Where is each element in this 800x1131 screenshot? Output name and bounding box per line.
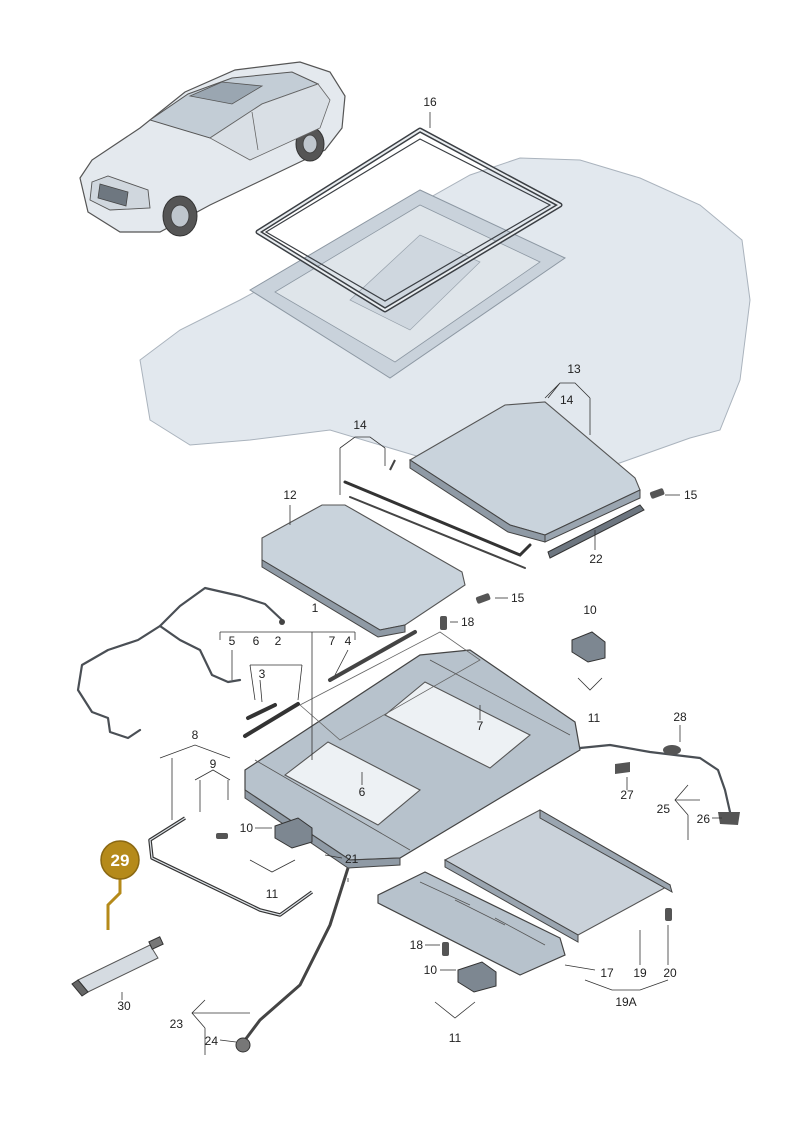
part-16-seal xyxy=(255,127,563,313)
part-13-glass-panel xyxy=(408,401,641,543)
label-7[interactable]: 7 xyxy=(329,634,336,648)
callout-29-badge[interactable]: 29 xyxy=(100,840,140,930)
label-11-mid[interactable]: 11 xyxy=(266,887,279,901)
label-1[interactable]: 1 xyxy=(312,601,319,615)
label-6[interactable]: 6 xyxy=(253,634,260,648)
label-17[interactable]: 17 xyxy=(600,966,614,980)
label-8[interactable]: 8 xyxy=(192,728,199,742)
label-27[interactable]: 27 xyxy=(620,788,634,802)
part-14-seal-strips xyxy=(343,459,532,569)
part-10-motor xyxy=(274,631,606,993)
label-19[interactable]: 19 xyxy=(633,966,647,980)
part-1-sunroof-frame xyxy=(244,631,581,869)
label-19A[interactable]: 19A xyxy=(615,995,636,1009)
label-24[interactable]: 24 xyxy=(205,1034,219,1048)
label-15-top[interactable]: 15 xyxy=(684,488,698,502)
drain-hose-right xyxy=(578,743,740,825)
part-2-3-rails xyxy=(243,630,417,738)
callout-29-label: 29 xyxy=(111,851,130,870)
label-14[interactable]: 14 xyxy=(353,418,367,432)
label-23[interactable]: 23 xyxy=(170,1017,184,1031)
label-25[interactable]: 25 xyxy=(657,802,671,816)
label-28[interactable]: 28 xyxy=(673,710,687,724)
part-17-rear-frame xyxy=(377,871,566,976)
label-11-top[interactable]: 11 xyxy=(588,711,601,725)
label-7-window[interactable]: 7 xyxy=(477,719,484,733)
label-18[interactable]: 18 xyxy=(410,938,424,952)
part-19-sunshade xyxy=(443,809,673,943)
label-2[interactable]: 2 xyxy=(275,634,282,648)
label-3[interactable]: 3 xyxy=(259,667,266,681)
label-15[interactable]: 15 xyxy=(511,591,525,605)
label-10-mid[interactable]: 10 xyxy=(240,821,254,835)
part-8-9-seals xyxy=(148,816,314,917)
label-13[interactable]: 13 xyxy=(567,362,581,376)
label-22[interactable]: 22 xyxy=(589,552,603,566)
part-22-strip xyxy=(547,504,645,559)
part-23-24-hose xyxy=(235,867,350,1053)
part-30-tube xyxy=(71,936,164,997)
label-26[interactable]: 26 xyxy=(697,812,711,826)
label-5[interactable]: 5 xyxy=(229,634,236,648)
label-20[interactable]: 20 xyxy=(663,966,677,980)
part-number-labels: 16 13 14 14 15 12 22 15 1 18 10 5 6 2 7 … xyxy=(117,95,710,1048)
leader-lines xyxy=(121,112,722,1055)
roof-outline xyxy=(139,157,751,483)
label-4[interactable]: 4 xyxy=(345,634,352,648)
label-21[interactable]: 21 xyxy=(345,852,359,866)
car-overview-illustration xyxy=(79,61,346,237)
label-12[interactable]: 12 xyxy=(283,488,297,502)
label-10-top[interactable]: 10 xyxy=(583,603,597,617)
label-30[interactable]: 30 xyxy=(117,999,131,1013)
part-12-rear-glass xyxy=(261,504,466,638)
label-18-top[interactable]: 18 xyxy=(461,615,475,629)
label-9[interactable]: 9 xyxy=(210,757,217,771)
screw-icon xyxy=(216,488,672,956)
label-14-top[interactable]: 14 xyxy=(560,393,574,407)
label-6-window[interactable]: 6 xyxy=(359,785,366,799)
label-11-bottom[interactable]: 11 xyxy=(449,1031,462,1045)
label-10-bottom[interactable]: 10 xyxy=(424,963,438,977)
label-16[interactable]: 16 xyxy=(423,95,437,109)
drain-hose-left xyxy=(76,586,285,740)
